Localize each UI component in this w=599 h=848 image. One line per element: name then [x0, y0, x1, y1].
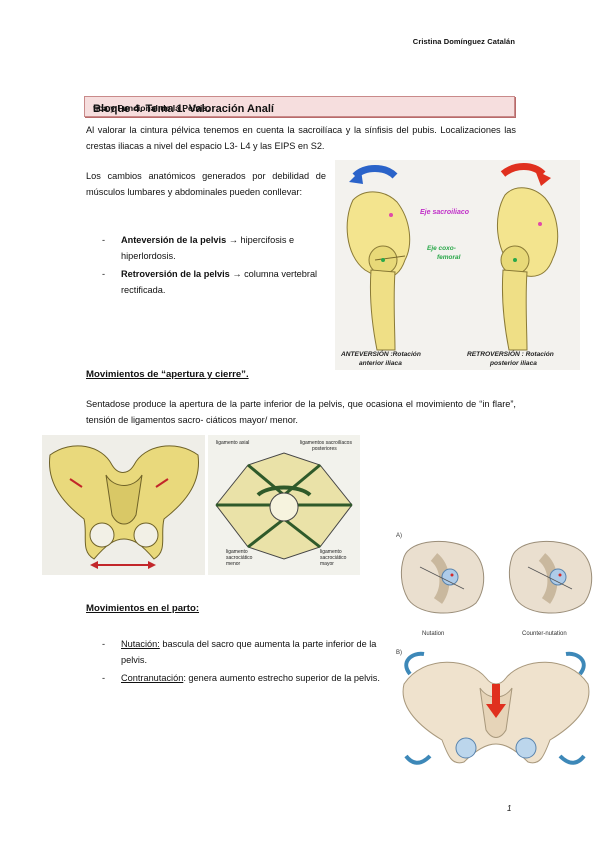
caption-anteversion-1: ANTEVERSIÓN :Rotación — [340, 349, 421, 358]
item-text: : genera aumento estrecho superior de la… — [183, 673, 380, 683]
author-name: Cristina Domínguez Catalán — [412, 37, 515, 46]
pelvis-tilt-illustration: Eje sacroiliaco Eje coxo- femoral ANTEVE… — [340, 163, 559, 367]
caption-nutation: Nutation — [422, 631, 444, 637]
page-number: 1 — [507, 804, 512, 813]
arrow-glyph: → — [228, 235, 238, 245]
label-mayor-1: ligamento — [320, 549, 342, 555]
label-axial: ligamento axial — [216, 440, 249, 446]
nutation-figure: A) Nutation Counter-nutation — [390, 527, 599, 639]
caption-counter-nutation: Counter-nutation — [522, 631, 567, 637]
pelvis-front-illustration — [48, 445, 200, 569]
label-menor-1: ligamento — [226, 549, 248, 555]
list-item: - Nutación: bascula del sacro que aument… — [102, 636, 392, 668]
bullet-dash: - — [102, 673, 106, 683]
item-text: bascula del sacro que aumenta la parte i… — [121, 639, 377, 665]
bullet-dash: - — [102, 235, 106, 245]
label-a: A) — [396, 533, 402, 539]
nutation-illustration: A) Nutation Counter-nutation — [396, 533, 593, 637]
ligaments-illustration: ligamento axial ligamentos sacroilíacos … — [215, 440, 353, 567]
label-coxofemoral-2: femoral — [437, 254, 461, 261]
list-item: - Retroversión de la pelvis → columna ve… — [102, 266, 328, 298]
pelvis-front-figure — [42, 435, 205, 575]
pelvis-tilt-figure: Eje sacroiliaco Eje coxo- femoral ANTEVE… — [335, 160, 580, 370]
pelvis-birth-figure: B) — [390, 644, 599, 769]
item-term: Nutación: — [121, 639, 160, 649]
intro-paragraph: Al valorar la cintura pélvica tenemos en… — [86, 125, 516, 151]
label-menor-2: sacrociático — [226, 555, 253, 561]
label-b: B) — [396, 650, 402, 656]
bullet-dash: - — [102, 269, 106, 279]
label-sacroiliac: Eje sacroiliaco — [420, 209, 470, 216]
item-text: columna vertebral rectificada. — [121, 269, 318, 295]
section-heading-birth: Movimientos en el parto: — [86, 603, 200, 614]
caption-anteversion-2: anterior iliaca — [359, 360, 402, 367]
label-mayor-3: mayor — [320, 561, 334, 567]
label-coxofemoral-1: Eje coxo- — [427, 245, 456, 252]
title-main: Bloque 4. Tema 1. Valoración Analí — [93, 103, 274, 115]
label-sacro-2: posteriores — [312, 446, 337, 452]
bullet-dash: - — [102, 639, 106, 649]
list-item: - Anteversión de la pelvis → hipercifosi… — [102, 232, 328, 264]
title-sub: tica y Funcional de la Pelvis. — [93, 103, 210, 113]
arrow-glyph: → — [232, 269, 242, 279]
pelvis-birth-illustration: B) — [396, 650, 590, 765]
label-menor-3: menor — [226, 561, 241, 567]
ligaments-figure: ligamento axial ligamentos sacroilíacos … — [208, 435, 360, 575]
item-term: Contranutación — [121, 673, 184, 683]
caption-retroversion-2: posterior iliaca — [489, 360, 537, 367]
caption-retroversion-1: RETROVERSIÓN : Rotación — [467, 349, 554, 358]
label-mayor-2: sacrociático — [320, 555, 347, 561]
list-item: - Contranutación: genera aumento estrech… — [102, 670, 392, 686]
item-term: Anteversión de la pelvis — [121, 235, 227, 245]
item-text: hipercifosis e hiperlordosis. — [121, 235, 295, 261]
item-term: Retroversión de la pelvis — [121, 269, 230, 279]
changes-paragraph: Los cambios anatómicos generados por deb… — [86, 171, 326, 197]
section-heading-opening: Movimientos de “apertura y cierre”. — [86, 369, 249, 380]
label-sacro-1: ligamentos sacroilíacos — [300, 440, 352, 446]
opening-paragraph: Sentadose produce la apertura de la part… — [86, 399, 516, 425]
